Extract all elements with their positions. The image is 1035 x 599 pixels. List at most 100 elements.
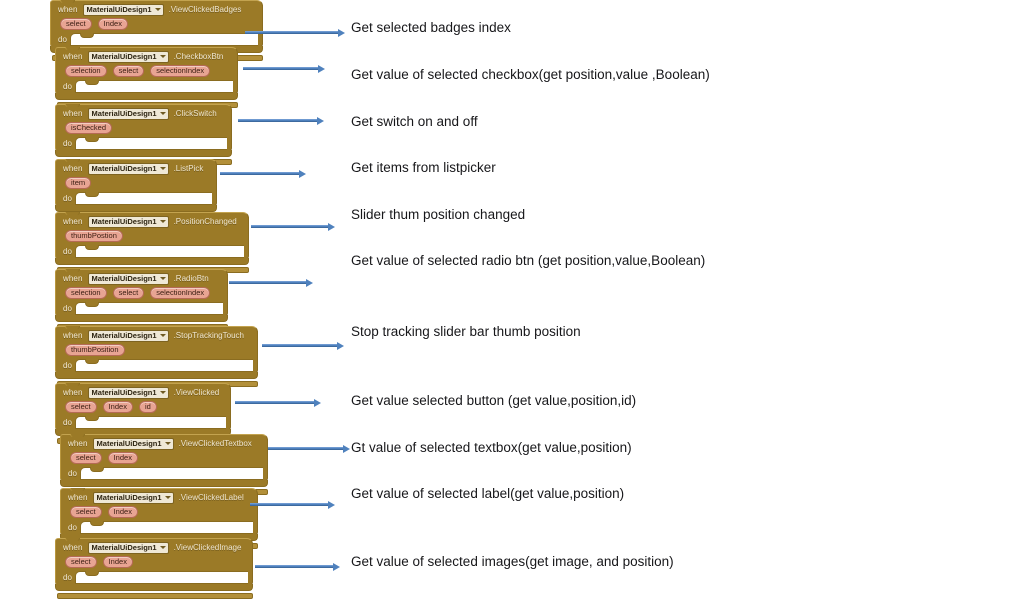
block-statement-slot[interactable] — [74, 245, 244, 258]
event-name: .ViewClickedBadges — [168, 5, 242, 14]
block-statement-slot[interactable] — [74, 192, 212, 205]
component-dropdown[interactable]: MaterialUiDesign1 — [87, 215, 169, 228]
block-do-row: do — [61, 466, 267, 480]
block-body: when MaterialUiDesign1 .ViewClickedImage se… — [55, 538, 253, 585]
component-dropdown[interactable]: MaterialUiDesign1 — [92, 491, 174, 504]
block-do-row: do — [56, 191, 216, 205]
keyword-do: do — [68, 523, 77, 532]
chevron-down-icon[interactable] — [159, 276, 166, 280]
component-dropdown[interactable]: MaterialUiDesign1 — [87, 107, 169, 120]
event-name: .CheckboxBtn — [173, 52, 224, 61]
param-chip[interactable]: select — [70, 506, 102, 518]
param-chip[interactable]: Index — [102, 401, 133, 413]
param-chip[interactable]: select — [112, 287, 145, 299]
block-statement-slot[interactable] — [79, 521, 253, 534]
param-chip[interactable]: select — [70, 452, 102, 464]
param-chip[interactable]: Index — [102, 556, 133, 568]
chevron-down-icon[interactable] — [154, 7, 161, 11]
component-name: MaterialUiDesign1 — [96, 493, 162, 502]
keyword-when: when — [63, 164, 83, 173]
param-chip[interactable]: select — [65, 401, 97, 413]
chevron-down-icon[interactable] — [159, 333, 166, 337]
chevron-down-icon[interactable] — [164, 441, 171, 445]
arrow-head-icon — [338, 28, 345, 37]
param-chip[interactable]: selection — [65, 65, 107, 77]
arrow-head-icon — [306, 278, 313, 287]
chevron-down-icon[interactable] — [159, 54, 166, 58]
keyword-do: do — [63, 247, 72, 256]
component-name: MaterialUiDesign1 — [91, 388, 157, 397]
param-chip[interactable]: item — [65, 177, 92, 189]
keyword-when: when — [63, 388, 83, 397]
block-params-row: select Index — [51, 17, 262, 32]
arrow-head-icon — [299, 169, 306, 178]
annotation-arrow-position-changed — [251, 222, 335, 231]
param-chip[interactable]: thumbPostion — [65, 230, 123, 242]
param-chip[interactable]: selectionIndex — [150, 287, 211, 299]
chevron-down-icon[interactable] — [159, 166, 166, 170]
param-chip[interactable]: select — [112, 65, 145, 77]
param-chip[interactable]: Index — [107, 452, 138, 464]
component-name: MaterialUiDesign1 — [91, 331, 157, 340]
annotation-arrow-stop-tracking-touch — [262, 341, 344, 350]
param-chip[interactable]: select — [60, 18, 92, 30]
arrow-head-icon — [314, 398, 321, 407]
block-do-row: do — [56, 244, 248, 258]
component-dropdown[interactable]: MaterialUiDesign1 — [82, 3, 164, 16]
param-chip[interactable]: select — [65, 556, 97, 568]
block-statement-slot[interactable] — [74, 137, 227, 150]
param-chip[interactable]: Index — [97, 18, 128, 30]
component-dropdown[interactable]: MaterialUiDesign1 — [92, 437, 174, 450]
component-dropdown[interactable]: MaterialUiDesign1 — [87, 386, 169, 399]
param-chip[interactable]: id — [138, 401, 157, 413]
keyword-when: when — [63, 331, 83, 340]
event-name: .ViewClickedImage — [173, 543, 242, 552]
block-statement-slot[interactable] — [74, 359, 253, 372]
block-statement-slot[interactable] — [69, 33, 258, 46]
block-statement-slot[interactable] — [74, 571, 248, 584]
block-statement-slot[interactable] — [74, 80, 233, 93]
keyword-when: when — [63, 543, 83, 552]
param-chip[interactable]: selectionIndex — [150, 65, 211, 77]
event-block-view-clicked-image[interactable]: when MaterialUiDesign1 .ViewClickedImage se… — [55, 538, 253, 599]
block-footer — [55, 315, 228, 322]
arrow-line — [245, 31, 339, 34]
chevron-down-icon[interactable] — [159, 111, 166, 115]
chevron-down-icon[interactable] — [164, 495, 171, 499]
component-dropdown[interactable]: MaterialUiDesign1 — [87, 329, 169, 342]
param-chip[interactable]: selection — [65, 287, 107, 299]
block-footer — [55, 584, 253, 591]
component-dropdown[interactable]: MaterialUiDesign1 — [87, 50, 169, 63]
component-dropdown[interactable]: MaterialUiDesign1 — [87, 541, 169, 554]
arrow-line — [268, 447, 344, 450]
chevron-down-icon[interactable] — [159, 545, 166, 549]
arrow-line — [229, 281, 307, 284]
block-statement-slot[interactable] — [79, 467, 263, 480]
block-statement-slot[interactable] — [74, 302, 223, 315]
param-chip[interactable]: Index — [107, 506, 138, 518]
chevron-down-icon[interactable] — [159, 219, 166, 223]
keyword-when: when — [68, 493, 88, 502]
block-statement-slot[interactable] — [74, 416, 226, 429]
chevron-down-icon[interactable] — [159, 390, 166, 394]
param-chip[interactable]: thumbPosition — [65, 344, 125, 356]
component-dropdown[interactable]: MaterialUiDesign1 — [87, 272, 169, 285]
component-dropdown[interactable]: MaterialUiDesign1 — [87, 162, 169, 175]
param-chip[interactable]: isChecked — [65, 122, 113, 134]
block-params-row: select Index — [56, 555, 252, 570]
block-bottom-connector — [57, 593, 253, 599]
arrow-line — [262, 344, 338, 347]
